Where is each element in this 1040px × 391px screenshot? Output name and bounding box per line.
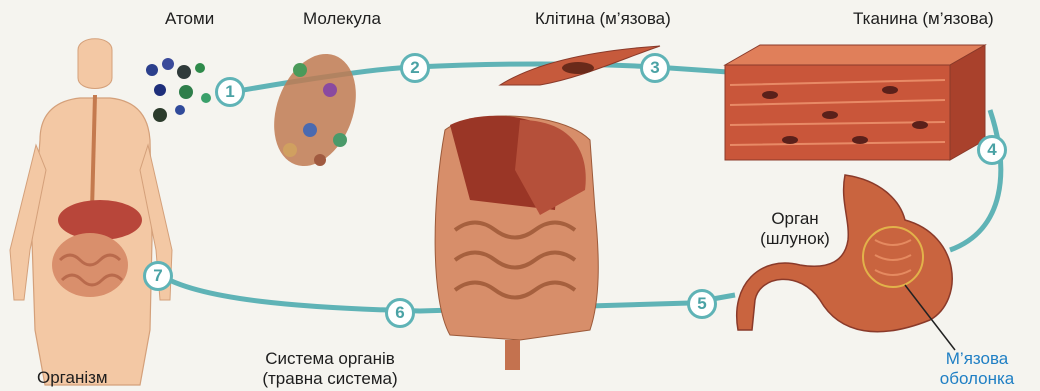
label-organ-line1: Орган — [740, 209, 850, 229]
label-tissue: Тканина (м’язова) — [853, 9, 994, 29]
organism-figure — [10, 39, 172, 385]
label-muscle-layer: М’язова оболонка — [922, 349, 1032, 389]
step-marker-3: 3 — [640, 53, 670, 83]
step-marker-1: 1 — [215, 77, 245, 107]
label-organism: Організм — [37, 368, 108, 388]
atoms-cluster — [146, 58, 211, 122]
stomach-organ — [737, 175, 955, 350]
step-marker-5: 5 — [687, 289, 717, 319]
label-molecule: Молекула — [303, 9, 381, 29]
label-organ-system: Система органів (травна система) — [240, 349, 420, 389]
digestive-system — [435, 116, 598, 370]
label-organ-system-line2: (травна система) — [240, 369, 420, 389]
step-marker-2: 2 — [400, 53, 430, 83]
label-atoms: Атоми — [165, 9, 214, 29]
step-marker-4: 4 — [977, 135, 1007, 165]
step-marker-7: 7 — [143, 261, 173, 291]
muscle-tissue-block — [725, 45, 985, 160]
label-organ-line2: (шлунок) — [740, 229, 850, 249]
step-marker-6: 6 — [385, 298, 415, 328]
label-cell: Клітина (м’язова) — [535, 9, 671, 29]
label-organ-system-line1: Система органів — [240, 349, 420, 369]
label-organ: Орган (шлунок) — [740, 209, 850, 249]
label-muscle-layer-line2: оболонка — [922, 369, 1032, 389]
molecule-model — [259, 43, 370, 178]
label-muscle-layer-line1: М’язова — [922, 349, 1032, 369]
